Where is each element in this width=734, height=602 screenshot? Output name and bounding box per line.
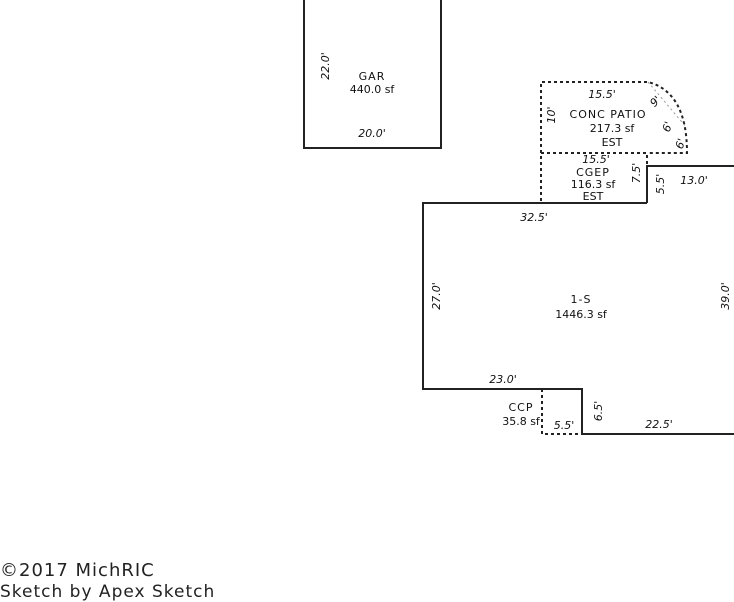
house-dim-top: 32.5' (520, 211, 548, 224)
ccp-dim-bottom: 5.5' (554, 419, 575, 432)
patio-dim-right1: 6' (660, 120, 676, 134)
house-dim-left: 27.0' (430, 282, 443, 310)
patio-dim-left: 10' (545, 106, 558, 123)
house-outline (422, 202, 734, 435)
house-name: 1-S (571, 293, 592, 306)
house-area-value: 1446.3 sf (555, 308, 608, 321)
garage-dim-bottom: 20.0' (358, 127, 386, 140)
ccp-area-value: 35.8 sf (502, 415, 541, 428)
house-dim-notch: 6.5' (592, 401, 605, 422)
house-dim-bottom-left: 23.0' (489, 373, 517, 386)
patio-name: CONC PATIO (570, 108, 647, 121)
ccp-outline (541, 389, 582, 435)
sketch-credit-text: Sketch by Apex Sketch (0, 582, 216, 602)
patio-outline (540, 81, 689, 154)
house-area: 32.5' 5.5' 13.0' 27.0' 39.0' 1-S 1446.3 … (422, 165, 734, 435)
patio-arc-chord (647, 81, 688, 129)
cgep-area: 15.5' CGEP 116.3 sf EST 7.5' (540, 152, 648, 204)
patio-area: 15.5' CONC PATIO 217.3 sf EST 10' 9' 6' … (540, 81, 689, 154)
garage-outline (303, 0, 442, 149)
cgep-area-value: 116.3 sf (571, 178, 617, 191)
garage-name: GAR (359, 70, 386, 83)
garage-area-value: 440.0 sf (350, 83, 396, 96)
cgep-dim-top: 15.5' (582, 153, 610, 166)
copyright-text: ©2017 MichRIC (0, 560, 155, 581)
house-dim-ledge: 13.0' (680, 174, 708, 187)
garage-area: GAR 440.0 sf 22.0' 20.0' (303, 0, 442, 149)
garage-dim-side: 22.0' (319, 52, 332, 80)
patio-area-value: 217.3 sf (590, 122, 636, 135)
patio-dim-top: 15.5' (588, 88, 616, 101)
house-dim-bottom-right: 22.5' (645, 418, 673, 431)
cgep-name: CGEP (576, 166, 610, 179)
patio-dim-arc: 9' (647, 93, 663, 109)
cgep-dim-right: 7.5' (630, 163, 643, 184)
house-dim-step: 5.5' (654, 174, 667, 195)
patio-note: EST (602, 136, 623, 149)
house-dim-right: 39.0' (719, 282, 732, 310)
ccp-name: CCP (509, 401, 534, 414)
patio-dim-right2: 6' (673, 137, 689, 151)
house-ledge (646, 165, 734, 203)
ccp-area: CCP 35.8 sf 5.5' (502, 389, 582, 435)
cgep-note: EST (583, 190, 604, 203)
